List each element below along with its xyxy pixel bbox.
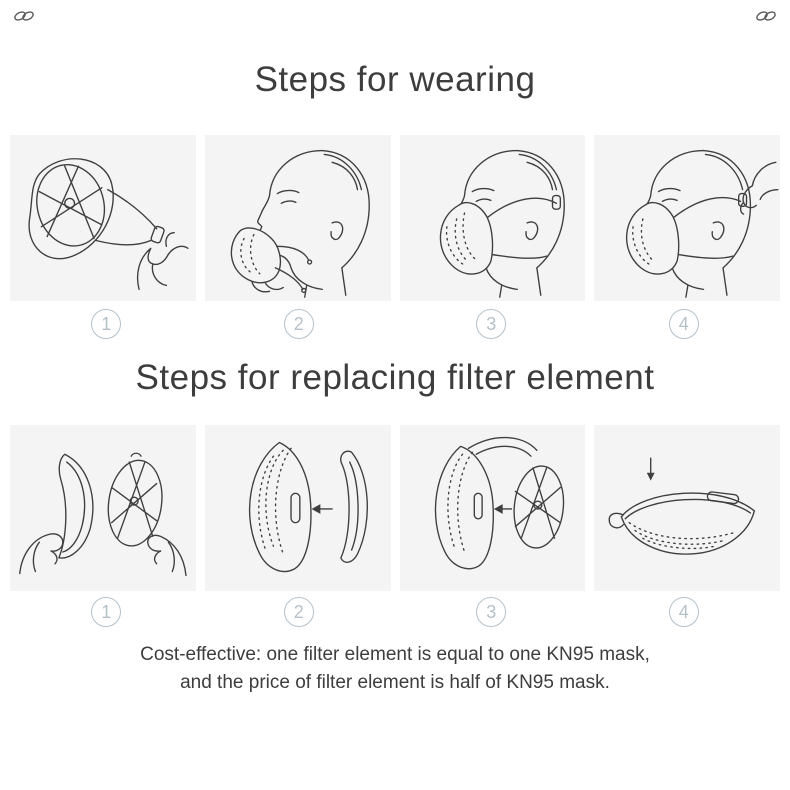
caption-line-1: Cost-effective: one filter element is eq… bbox=[140, 644, 650, 665]
wearing-step-number-1: 1 bbox=[91, 309, 122, 339]
wearing-step-number-4: 4 bbox=[668, 309, 699, 339]
chain-link-icon bbox=[756, 11, 776, 21]
chain-link-icon bbox=[14, 11, 34, 21]
cost-effective-caption: Cost-effective: one filter element is eq… bbox=[0, 641, 790, 697]
wearing-step-1-illustration bbox=[10, 135, 196, 301]
filter-step-4-illustration bbox=[594, 425, 780, 591]
filter-step-number-1: 1 bbox=[91, 597, 122, 627]
wearing-step-number-2: 2 bbox=[283, 309, 314, 339]
wearing-step-number-3: 3 bbox=[476, 309, 507, 339]
filter-step-2-illustration bbox=[204, 425, 391, 591]
wearing-step-3-illustration bbox=[399, 135, 586, 301]
section-filter-title: Steps for replacing filter element bbox=[135, 358, 655, 397]
caption-line-2: and the price of filter element is half … bbox=[180, 672, 610, 693]
filter-step-number-4: 4 bbox=[668, 597, 699, 627]
wearing-step-2-illustration bbox=[204, 135, 391, 301]
section-wearing-title: Steps for wearing bbox=[254, 60, 536, 99]
filter-step-number-3: 3 bbox=[476, 597, 507, 627]
filter-step-1-illustration bbox=[10, 425, 196, 591]
wearing-step-numbers: 1 2 3 4 bbox=[0, 309, 790, 339]
filter-step-numbers: 1 2 3 4 bbox=[0, 597, 790, 627]
filter-step-number-2: 2 bbox=[283, 597, 314, 627]
wearing-steps-row bbox=[0, 135, 790, 301]
wearing-step-4-illustration bbox=[594, 135, 780, 301]
filter-step-3-illustration bbox=[399, 425, 586, 591]
filter-steps-row bbox=[0, 425, 790, 591]
